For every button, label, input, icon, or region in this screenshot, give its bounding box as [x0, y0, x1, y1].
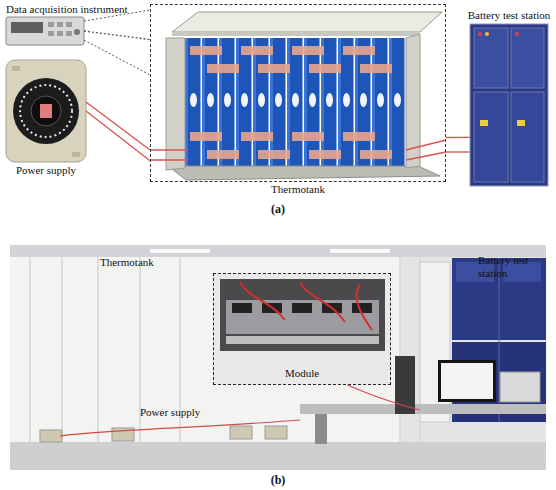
power-supply-photo: Power supply: [6, 60, 86, 162]
test-station-photo: Battery test station: [470, 24, 548, 186]
node-label: Battery test station: [468, 9, 550, 22]
connector: [84, 31, 150, 40]
test-station-drawing: [470, 24, 548, 186]
connector: [86, 111, 150, 161]
instrument-drawing: [6, 17, 84, 45]
photo-label: Thermotank: [100, 256, 154, 269]
thermotank-box: Thermotank: [150, 4, 446, 182]
photo-label: Battery test station: [478, 254, 540, 280]
power-supply-drawing: [6, 60, 86, 162]
module-drawing: [166, 12, 442, 180]
node-label: Module: [285, 367, 319, 380]
leader-lines: [84, 10, 150, 75]
node-label: Power supply: [16, 164, 76, 177]
panel-letter: (a): [271, 203, 285, 216]
wires: [86, 102, 470, 160]
node-label: Data acquisition instrument: [6, 3, 128, 16]
instrument-photo: Data acquisition instrument: [6, 17, 84, 45]
module-inset: Module: [213, 273, 391, 385]
photo-label: Power supply: [140, 406, 200, 419]
node-label: Thermotank: [271, 183, 325, 196]
connector: [446, 137, 470, 138]
lab-photo: [10, 245, 546, 470]
panel-letter: (b): [271, 474, 286, 487]
